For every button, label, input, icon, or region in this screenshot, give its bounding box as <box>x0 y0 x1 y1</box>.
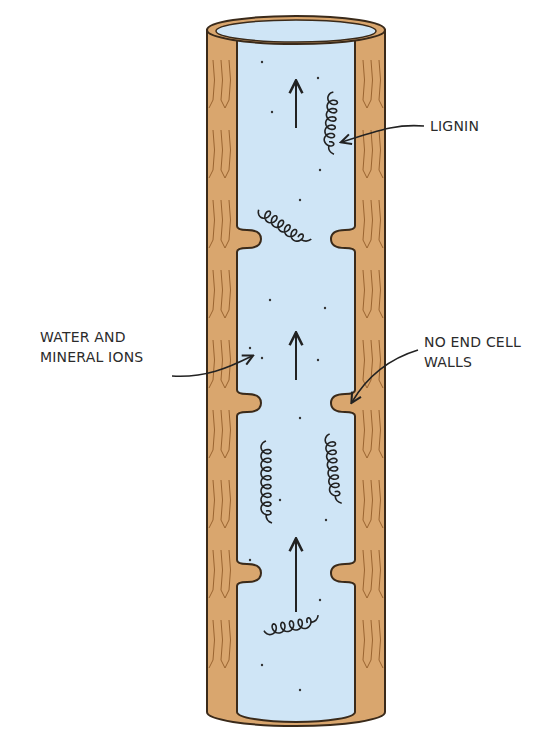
water-ions-label: WATER AND MINERAL IONS <box>40 327 172 368</box>
vessel-lumen <box>237 30 355 722</box>
vessel-opening <box>216 20 376 42</box>
leader-lines <box>172 126 424 402</box>
end-walls-label: NO END CELL WALLS <box>424 332 528 373</box>
mineral-ion-dots <box>249 61 327 691</box>
vessel-rim <box>207 16 385 44</box>
flow-arrows <box>295 82 297 612</box>
vessel-wall <box>207 30 385 726</box>
lignin-label: LIGNIN <box>430 116 540 136</box>
lignin-spirals <box>256 92 342 636</box>
